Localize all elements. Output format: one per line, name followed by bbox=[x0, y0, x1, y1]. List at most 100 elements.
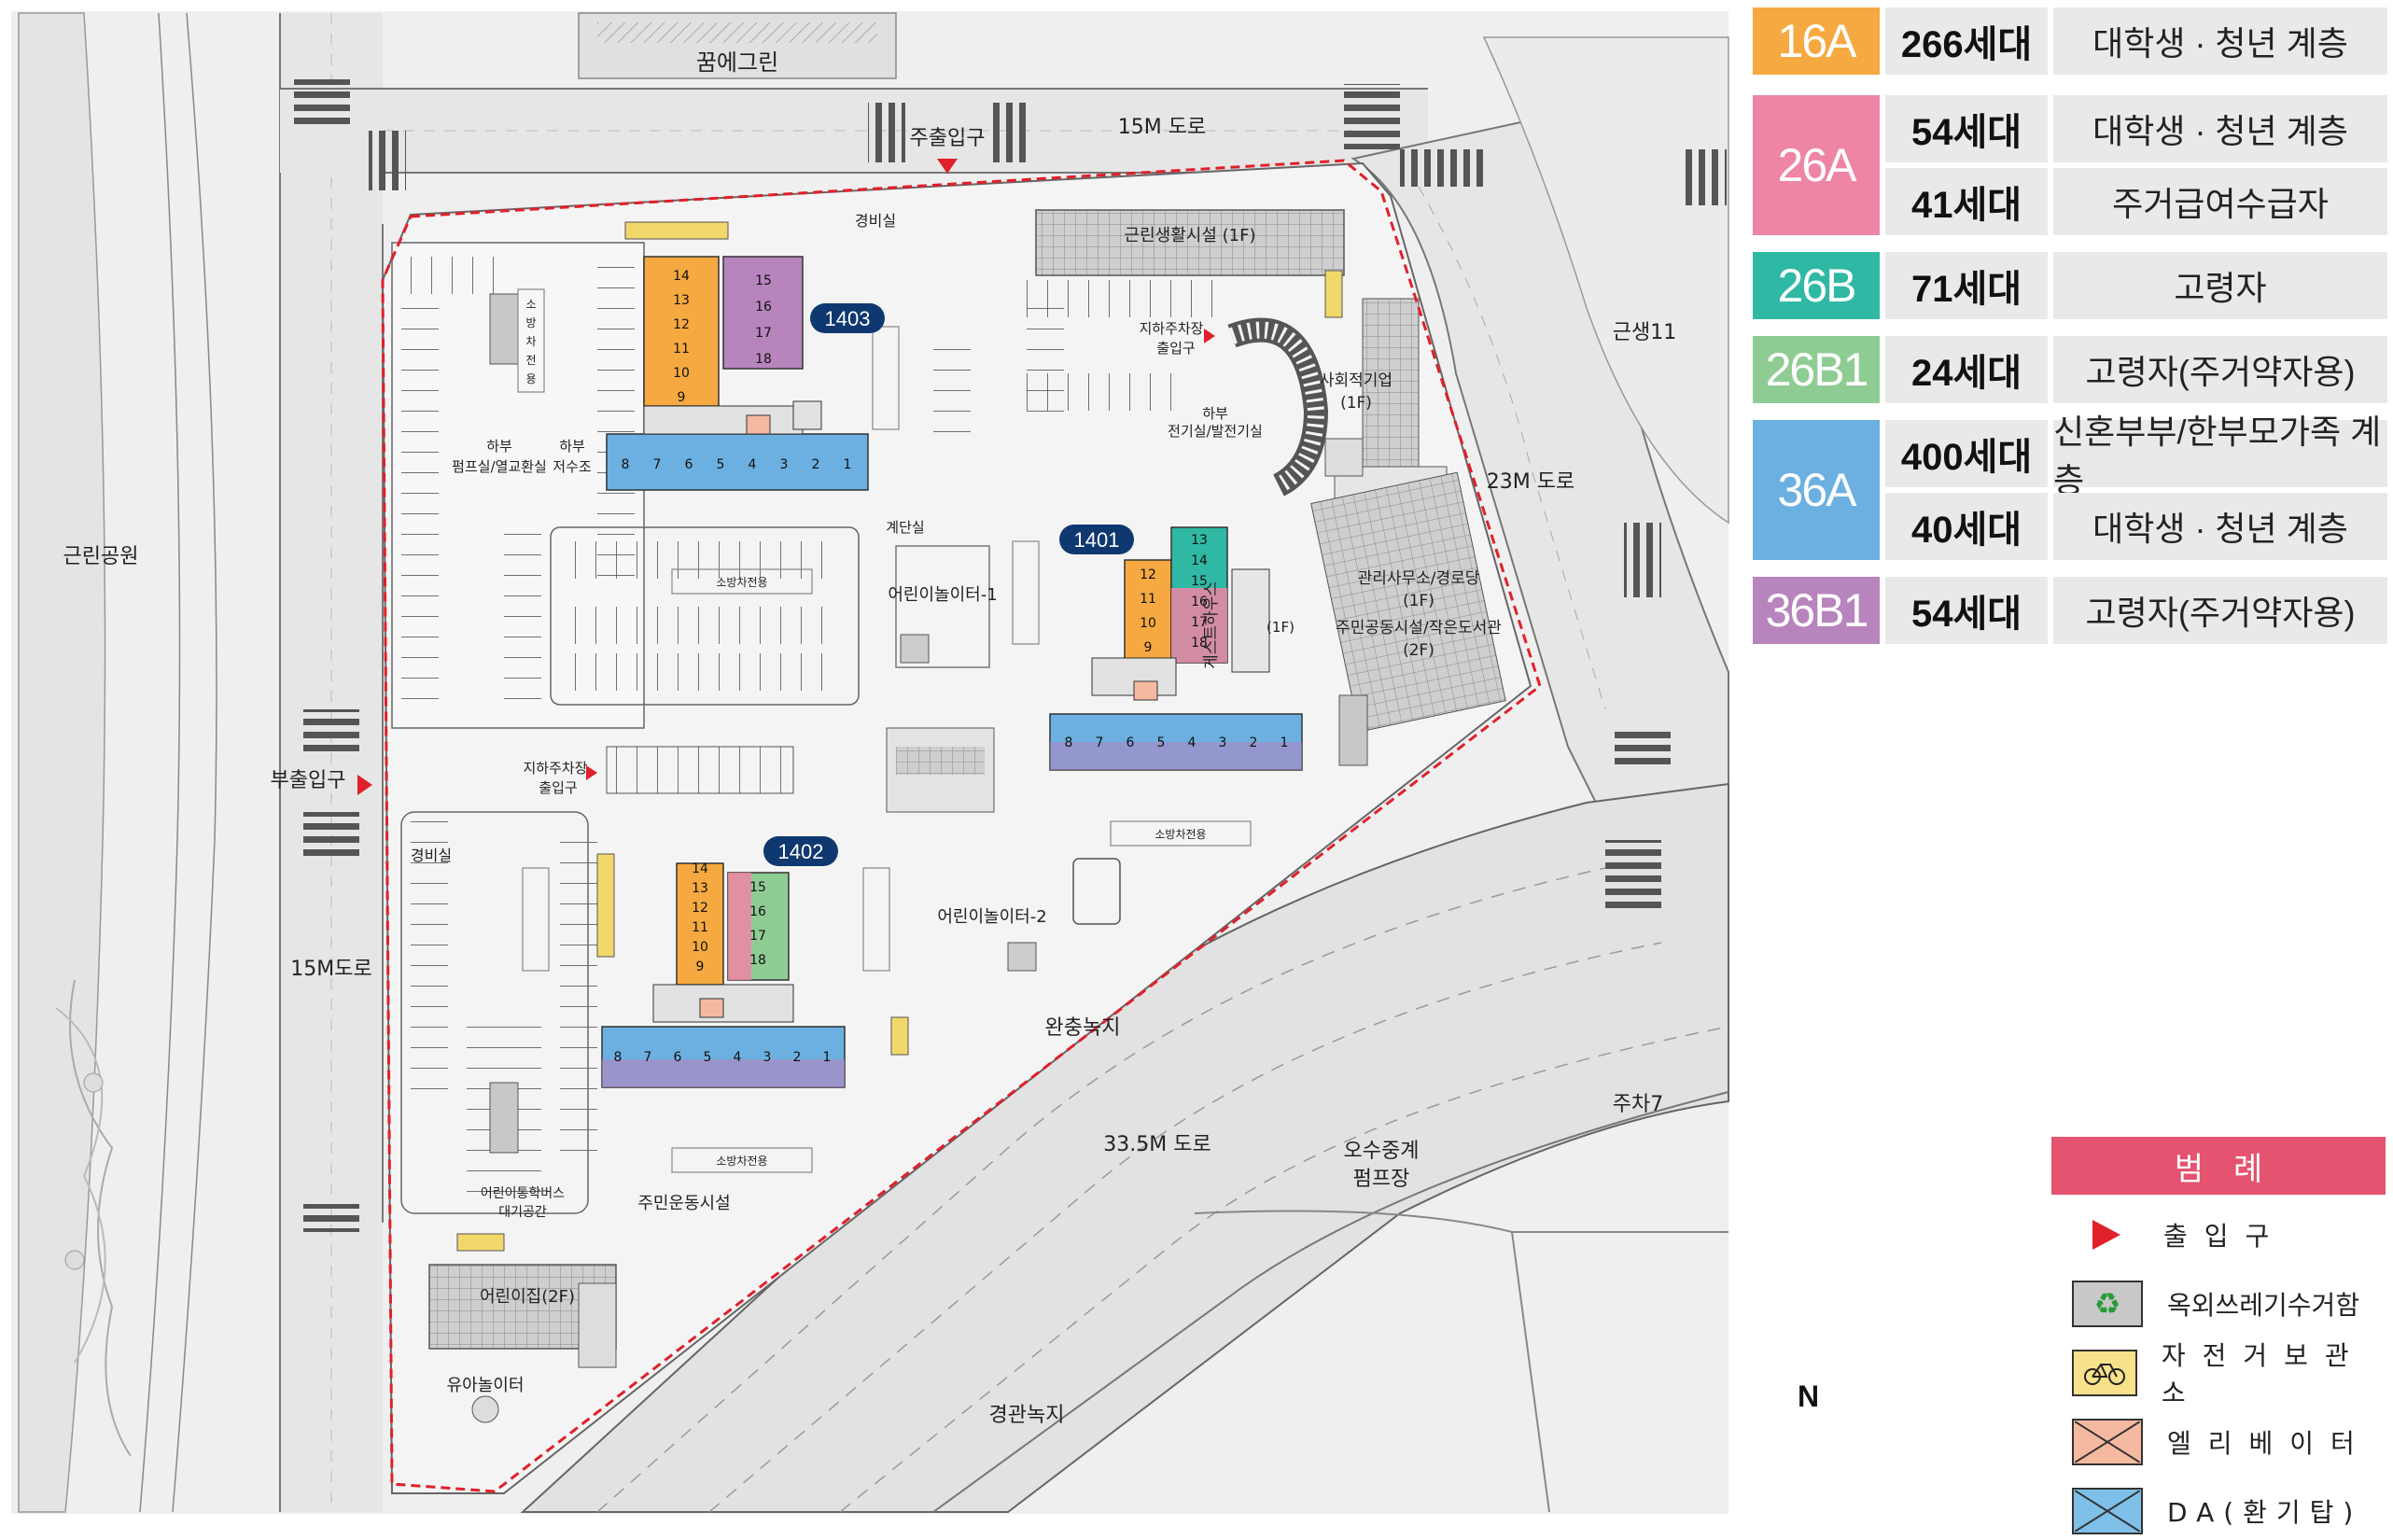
unit-number: 3 bbox=[780, 457, 789, 472]
label-ug-parking-ne-1: 지하주차장 bbox=[1139, 320, 1203, 337]
unit-number: 1 bbox=[844, 457, 852, 472]
unit-number: 12 bbox=[692, 901, 708, 916]
label-road-23m: 23M 도로 bbox=[1487, 470, 1574, 494]
legend-item-elevator: 엘리베이터 bbox=[2051, 1413, 2386, 1471]
unit-number: 13 bbox=[1191, 533, 1208, 548]
target-group: 대학생 · 청년 계층 bbox=[2053, 7, 2387, 75]
elevator-icon bbox=[2075, 1421, 2140, 1463]
label-guesthouse: 게스트하우스 bbox=[1202, 581, 1221, 669]
label-buffer-green: 완충녹지 bbox=[1045, 1016, 1121, 1040]
target-group: 고령자 bbox=[2053, 252, 2387, 319]
household-count: 54세대 bbox=[1885, 95, 2048, 162]
legend-item-entrance: 출입구 bbox=[2051, 1206, 2386, 1264]
label-ug-parking-ne-2: 출입구 bbox=[1156, 340, 1195, 357]
site-plan-map: 꿈에그린 주출입구 15M 도로 부출입구 15M도로 23M 도로 33.5M… bbox=[11, 11, 1729, 1514]
label-geunsaeng: 근생11 bbox=[1613, 321, 1676, 344]
unit-number: 9 bbox=[696, 959, 705, 974]
label-community-2: (2F) bbox=[1403, 641, 1434, 660]
unit-number: 9 bbox=[1144, 640, 1153, 655]
unit-number: 3 bbox=[1219, 735, 1227, 750]
target-group: 신혼부부/한부모가족 계층 bbox=[2053, 413, 2387, 499]
main-entrance-arrow-icon bbox=[937, 159, 958, 174]
unit-number: 13 bbox=[692, 881, 708, 896]
unit-number: 6 bbox=[674, 1050, 682, 1065]
fire-lane-horizontal: 소방차전용 bbox=[716, 576, 767, 589]
fire-lane-horizontal: 소방차전용 bbox=[1155, 828, 1206, 841]
unit-type-code: 26B1 bbox=[1753, 336, 1880, 403]
household-count: 41세대 bbox=[1885, 168, 2048, 235]
unit-number: 1 bbox=[1280, 735, 1289, 750]
label-guard-top: 경비실 bbox=[855, 212, 896, 230]
unit-type-code: 36A bbox=[1753, 420, 1880, 560]
label-landscape-green: 경관녹지 bbox=[989, 1404, 1065, 1427]
household-count: 40세대 bbox=[1885, 493, 2048, 560]
legend-title: 범례 bbox=[2051, 1137, 2386, 1195]
unit-number: 4 bbox=[749, 457, 757, 472]
fire-lane-char: 차 bbox=[525, 335, 536, 348]
target-group: 대학생 · 청년 계층 bbox=[2053, 95, 2387, 162]
household-count: 54세대 bbox=[1885, 577, 2048, 644]
household-count: 266세대 bbox=[1885, 7, 2048, 75]
bicycle-icon bbox=[2083, 1364, 2125, 1385]
unit-number: 2 bbox=[812, 457, 820, 472]
unit-number: 18 bbox=[749, 953, 766, 968]
unit-number: 14 bbox=[1191, 553, 1208, 568]
entrance-arrow-icon bbox=[2092, 1220, 2120, 1250]
label-exercise: 주민운동시설 bbox=[637, 1194, 730, 1213]
label-ug-parking-w-1: 지하주차장 bbox=[523, 760, 587, 777]
unit-number: 18 bbox=[1191, 636, 1208, 651]
unit-number: 8 bbox=[1065, 735, 1073, 750]
unit-number: 11 bbox=[692, 920, 708, 935]
label-road-15m-top: 15M 도로 bbox=[1118, 116, 1206, 139]
label-bus-wait-1: 어린이통학버스 bbox=[481, 1186, 565, 1201]
recycle-bins bbox=[489, 293, 1368, 1154]
unit-number: 16 bbox=[1191, 595, 1208, 609]
unit-type-code: 26B bbox=[1753, 252, 1880, 319]
label-guard-left: 경비실 bbox=[411, 847, 452, 864]
unit-number: 18 bbox=[755, 352, 772, 367]
label-daycare: 어린이집(2F) bbox=[480, 1287, 575, 1307]
unit-number: 4 bbox=[734, 1050, 742, 1065]
target-group: 고령자(주거약자용) bbox=[2053, 577, 2387, 644]
unit-number: 15 bbox=[749, 880, 766, 895]
unit-number: 8 bbox=[622, 457, 630, 472]
unit-number: 3 bbox=[763, 1050, 772, 1065]
unit-number: 11 bbox=[673, 342, 690, 357]
legend-panel: 범례 출입구 ♻ 옥외쓰레기수거함 자전거보관소 엘리베이터 DA(환기탑) bbox=[2051, 1137, 2386, 1540]
target-group: 대학생 · 청년 계층 bbox=[2053, 493, 2387, 560]
label-electric-2: 전기실/발전기실 bbox=[1168, 423, 1263, 440]
north-label: N bbox=[1798, 1379, 1820, 1413]
label-pump-station-1: 오수중계 bbox=[1344, 1140, 1420, 1163]
label-pump-station-2: 펌프장 bbox=[1353, 1168, 1410, 1191]
label-community-1: 주민공동시설/작은도서관 bbox=[1336, 619, 1502, 637]
unit-type-code: 36B1 bbox=[1753, 577, 1880, 644]
unit-number: 2 bbox=[1250, 735, 1258, 750]
sub-entrance-arrow-icon bbox=[357, 775, 372, 795]
unit-number: 14 bbox=[692, 861, 708, 876]
fire-lane-horizontal: 소방차전용 bbox=[716, 1155, 767, 1168]
label-pump-room-1: 하부 bbox=[486, 438, 512, 455]
label-main-entrance: 주출입구 bbox=[910, 127, 986, 150]
unit-number: 10 bbox=[673, 366, 690, 381]
fire-lane-char: 소 bbox=[525, 298, 536, 311]
label-water-tank-2: 저수조 bbox=[553, 458, 592, 475]
label-mgmt-1: 관리사무소/경로당 bbox=[1358, 569, 1480, 588]
unit-type-code: 16A bbox=[1753, 7, 1880, 75]
unit-number: 7 bbox=[653, 457, 662, 472]
unit-number: 17 bbox=[749, 929, 766, 944]
svg-text:1401: 1401 bbox=[1074, 528, 1120, 552]
label-pump-room-2: 펌프실/열교환실 bbox=[452, 458, 547, 475]
unit-number: 15 bbox=[755, 273, 772, 288]
unit-number: 5 bbox=[717, 457, 725, 472]
label-social-2: (1F) bbox=[1340, 394, 1372, 413]
